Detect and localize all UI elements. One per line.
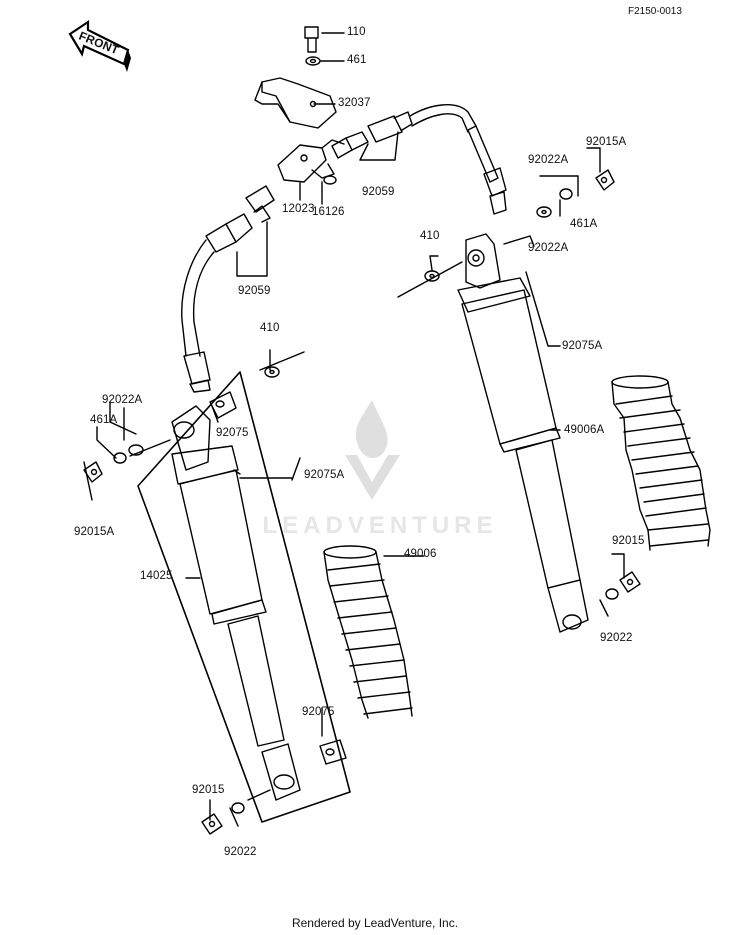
callout-461A-right: 461A xyxy=(570,218,598,230)
right-boot xyxy=(611,375,711,551)
left-shock-outline xyxy=(137,371,351,823)
callout-92015-left: 92015 xyxy=(192,784,225,796)
callout-410-right: 410 xyxy=(420,230,440,242)
callout-92075-lower: 92075 xyxy=(302,706,335,718)
callout-92022A-upper: 92022A xyxy=(528,154,569,166)
callout-92022-right: 92022 xyxy=(600,632,633,644)
watermark-logo xyxy=(345,400,400,500)
callout-14025: 14025 xyxy=(140,570,173,582)
callout-461A-left: 461A xyxy=(90,414,118,426)
front-arrow-icon xyxy=(68,19,131,72)
callout-92022A-left: 92022A xyxy=(102,394,143,406)
footer-credit: Rendered by LeadVenture, Inc. xyxy=(291,916,459,930)
callout-12023: 12023 xyxy=(282,203,315,215)
callout-110: 110 xyxy=(347,26,366,38)
callout-461: 461 xyxy=(347,54,367,66)
callout-410-left: 410 xyxy=(260,322,280,334)
callout-92015A-right: 92015A xyxy=(586,136,627,148)
watermark-text: LEADVENTURE xyxy=(262,512,498,539)
callout-32037: 32037 xyxy=(338,97,371,109)
callout-92022-left: 92022 xyxy=(224,846,257,858)
callout-16126: 16126 xyxy=(312,206,345,218)
callout-92075-upper: 92075 xyxy=(216,427,249,439)
right-shock-absorber xyxy=(457,233,589,633)
callout-92015A-left: 92015A xyxy=(74,526,115,538)
figure-reference-code: F2150-0013 xyxy=(628,6,682,17)
bolt-110 xyxy=(304,26,319,53)
callout-92075A-right: 92075A xyxy=(562,340,603,352)
left-shock-absorber xyxy=(129,391,347,801)
callout-49006: 49006 xyxy=(404,548,437,560)
left-boot xyxy=(323,545,413,719)
callout-92015-right: 92015 xyxy=(612,535,645,547)
callout-92059-upper: 92059 xyxy=(362,186,395,198)
callout-92059-left: 92059 xyxy=(238,285,271,297)
callout-49006A: 49006A xyxy=(564,424,605,436)
callout-92022A-lower: 92022A xyxy=(528,242,569,254)
callout-92075A-left: 92075A xyxy=(304,469,345,481)
